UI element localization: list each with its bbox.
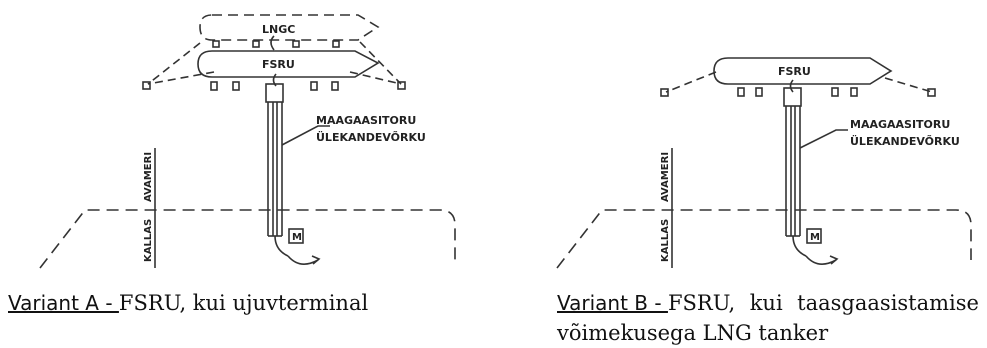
mooring-buoy [660, 88, 669, 97]
fsru-vessel [197, 50, 380, 78]
label-leader [281, 125, 330, 146]
transfer-arrow [270, 35, 275, 51]
lngc-bollard [212, 40, 220, 48]
lngc-bollard [292, 40, 300, 48]
pipeline-to-meter [792, 235, 807, 257]
caption-variant-a: Variant A - FSRU, kui ujuvterminal [8, 288, 368, 318]
variant-a-diagram [39, 14, 456, 269]
caption-variant-b-word: FSRU, [667, 291, 736, 315]
caption-variant-b: Variant B - FSRU, kui taasgaasistamise v… [557, 288, 979, 348]
jetty-head [265, 83, 284, 103]
meter-label: M [292, 232, 302, 243]
caption-variant-b-prefix: Variant B - [557, 291, 668, 315]
mooring-line [884, 77, 933, 93]
mooring-line [665, 71, 717, 93]
fender [737, 87, 745, 97]
fender [232, 81, 240, 91]
fender [850, 87, 858, 97]
label-leader [799, 129, 848, 149]
fender [831, 87, 839, 97]
fsru-label: FSRU [778, 65, 811, 78]
arrowhead [311, 255, 321, 265]
mooring-buoy [927, 88, 936, 97]
shore-label: KALLAS [143, 219, 154, 262]
mooring-line [359, 41, 402, 85]
pipeline-label-line2: ÜLEKANDEVÕRKU [316, 130, 426, 144]
caption-variant-b-word: kui [749, 291, 783, 315]
fender [755, 87, 763, 97]
lngc-vessel [199, 14, 380, 41]
sea-label: AVAMERI [143, 152, 154, 202]
fender [331, 81, 339, 91]
lngc-label: LNGC [262, 23, 295, 36]
transfer-arrow [272, 73, 277, 87]
mooring-line [349, 71, 402, 85]
caption-variant-b-word: taasgaasistamise [797, 291, 979, 315]
fsru-label: FSRU [262, 58, 295, 71]
metering-station [288, 228, 304, 244]
lngc-bollard [252, 40, 260, 48]
fender [310, 81, 318, 91]
pipeline-label-line1: MAAGAASITORU [316, 114, 416, 127]
shoreline [39, 209, 456, 269]
arrowhead [829, 255, 839, 265]
variant-b-diagram [556, 57, 972, 269]
transfer-arrow [789, 79, 794, 93]
mooring-buoy [142, 81, 151, 90]
mooring-line [147, 42, 201, 85]
fender [210, 81, 218, 91]
mooring-line [147, 71, 215, 85]
pipeline-label-line1: MAAGAASITORU [850, 118, 950, 131]
metering-station [806, 228, 822, 244]
shoreline [556, 209, 972, 269]
sea-label: AVAMERI [660, 152, 671, 202]
meter-label: M [810, 232, 820, 243]
pipeline-label-line2: ÜLEKANDEVÕRKU [850, 134, 960, 148]
caption-variant-b-line2: võimekusega LNG tanker [557, 321, 829, 345]
caption-variant-a-text: FSRU, kui ujuvterminal [118, 291, 369, 315]
terminal-diagram: LNGC FSRU MAAGAASITORU ÜLEKANDEVÕRKU KAL… [39, 14, 972, 269]
shore-label: KALLAS [660, 219, 671, 262]
caption-variant-a-prefix: Variant A - [8, 291, 119, 315]
fsru-vessel [713, 57, 893, 85]
lngc-bollard [332, 40, 340, 48]
pipeline-to-meter [274, 235, 289, 257]
mooring-buoy [397, 81, 406, 90]
jetty-head [783, 87, 802, 107]
